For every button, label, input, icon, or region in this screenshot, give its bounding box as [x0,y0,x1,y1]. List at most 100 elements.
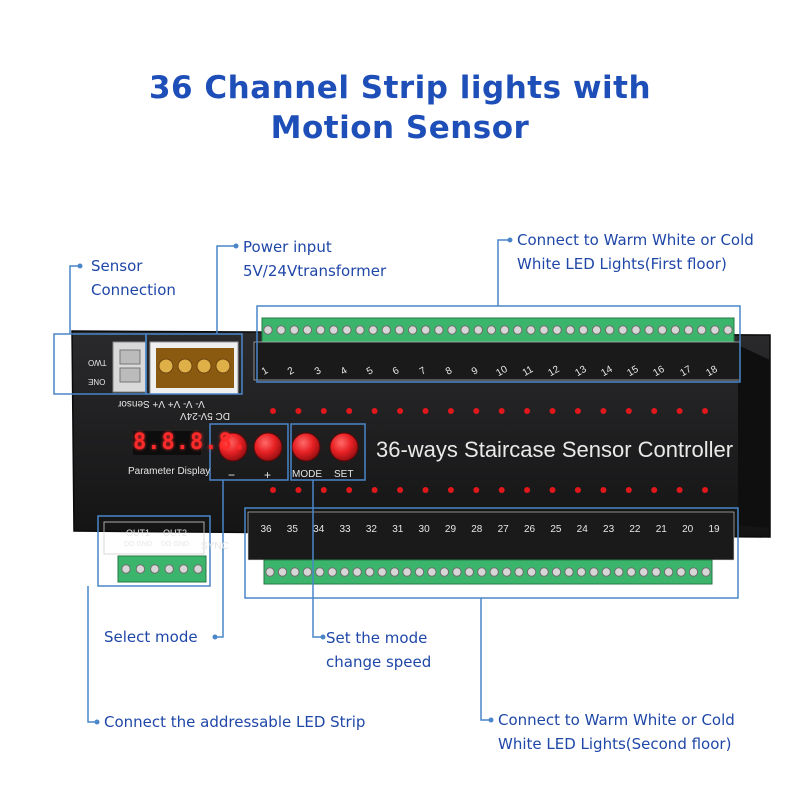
callout-second-floor-line-1: Connect to Warm White or Cold [498,711,735,729]
sensor-one-label: ONE [88,377,106,386]
channel-led [320,408,327,414]
terminal-screw [576,567,587,577]
terminal-screw [394,325,405,335]
callout-set-mode-line-1: Set the mode [326,629,428,647]
minus-button [218,432,248,462]
terminal-screw [327,567,337,577]
channel-number: 22 [629,524,641,535]
terminal-screw [263,325,273,335]
terminal-screw [631,325,641,335]
minus-label: − [228,468,236,482]
terminal-screw [150,564,160,574]
callout-sensor-line-2: Connection [91,281,176,299]
terminal-screw [578,325,589,335]
callout-sensor-line-1: Sensor [91,257,143,275]
terminal-screw [452,567,462,577]
power-dc-label: DC 5V-24V [180,410,231,421]
terminal-screw [477,567,487,577]
board-title: 36-ways Staircase Sensor Controller [376,437,734,462]
terminal-screw [377,567,387,577]
channel-leds [270,408,708,493]
channel-led [574,408,581,414]
terminal-screw [591,325,602,335]
terminal-screw [135,564,146,574]
channel-number: 21 [655,524,667,535]
callout-set-mode-line-2: change speed [326,653,432,671]
terminal-screw [697,325,707,335]
terminal-screw [381,325,391,335]
mode-label: MODE [292,469,322,480]
terminal-screw [676,567,686,577]
power-terminal-labels: V- V- V+ V+ Sensor [118,398,205,409]
terminal-screw [365,567,375,577]
callout-first-floor-line-2: White LED Lights(First floor) [517,255,727,273]
terminal-screw [368,325,378,335]
terminal-screw [502,567,512,577]
terminal-screw [329,325,339,335]
channel-led [346,487,353,493]
headline-line-1: 36 Channel Strip lights with [148,70,652,106]
channel-led [498,487,505,493]
channel-led [600,487,607,493]
terminal-screw [565,325,575,335]
terminal-screw [657,325,667,335]
terminal-screw [302,325,313,335]
out-terminal-screws [121,564,203,574]
bottom-terminal-strip [263,559,713,585]
channel-led [447,408,454,414]
terminal-screw [355,325,365,335]
terminal-screw [605,325,615,335]
channel-led [676,408,683,414]
terminal-screw [513,325,523,335]
callout-second-floor: Connect to Warm White or Cold White LED … [498,708,735,756]
out2-label: OUT2 [163,528,188,538]
terminal-screw [644,325,654,335]
channel-number: 20 [682,524,694,535]
terminal-screw [342,325,352,335]
terminal-screw [464,567,474,577]
parameter-display: 8.8.8.8. [133,430,247,455]
channel-led [600,408,607,414]
channel-led [397,408,404,414]
terminal-screw [618,325,628,335]
terminal-screw [723,325,733,335]
terminal-screw [402,567,412,577]
terminal-screw [551,567,562,577]
callout-power-line-1: Power input [243,238,332,256]
terminal-screw [539,325,549,335]
terminal-screw [121,564,131,574]
out1-label: OUT1 [126,528,151,538]
terminal-screw [315,567,325,577]
terminal-screw [302,567,313,577]
callout-select-mode: Select mode [104,625,198,649]
terminal-screw [178,564,189,574]
terminal-screw [277,567,288,577]
channel-led [422,487,429,493]
callout-select-mode-line: Select mode [104,628,198,646]
channel-number: 34 [313,524,325,535]
terminal-screw [352,567,362,577]
terminal-screw [486,325,497,335]
channel-led [270,487,276,493]
terminal-screw [460,325,470,335]
channel-number: 33 [339,524,351,535]
channel-number: 25 [550,524,562,535]
top-terminal-screws [263,325,733,335]
terminal-screw [193,564,203,574]
terminal-screw [683,325,694,335]
terminal-screw [614,567,624,577]
sync-label: SYNC [201,541,229,552]
out-terminal-block [117,555,207,583]
terminal-screw [701,567,711,577]
callout-first-floor: Connect to Warm White or Cold White LED … [517,228,754,276]
plus-label: + [264,468,272,482]
callout-sensor: Sensor Connection [91,254,176,302]
channel-led [549,408,556,414]
callout-addressable-line: Connect the addressable LED Strip [104,713,366,731]
callout-addressable: Connect the addressable LED Strip [104,710,365,734]
terminal-screw [389,567,400,577]
channel-led [270,408,276,414]
terminal-screw [421,325,431,335]
terminal-screw [499,325,510,335]
